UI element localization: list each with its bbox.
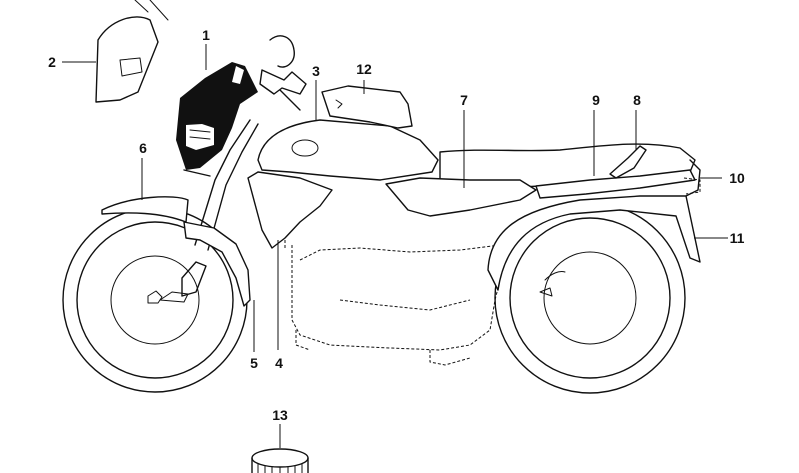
- callout-2: 2: [48, 54, 56, 70]
- part-11-rear-fender: [487, 195, 701, 291]
- front-fork: [159, 119, 259, 303]
- callout-11: 11: [730, 230, 745, 246]
- part-2-windscreen: [95, 0, 169, 103]
- callout-3: 3: [312, 63, 320, 79]
- handlebar: [259, 35, 307, 111]
- callout-7: 7: [460, 92, 468, 108]
- part-5-fork-guard: [183, 221, 251, 307]
- part-10-tail-light: [683, 159, 701, 197]
- part-6-front-fender: [101, 196, 189, 223]
- callout-12: 12: [356, 61, 372, 77]
- callout-6: 6: [139, 140, 147, 156]
- callout-8: 8: [633, 92, 641, 108]
- part-7-side-panel: [385, 177, 537, 217]
- callout-4: 4: [275, 355, 283, 371]
- callout-1: 1: [202, 27, 210, 43]
- part-13-ring: [251, 448, 309, 473]
- callout-labels: 1 2 3 4 5 6 7 8 9 10 11 12 13: [48, 27, 745, 423]
- callout-10: 10: [729, 170, 745, 186]
- part-3-fuel-tank: [257, 119, 439, 181]
- part-1-fairing: [176, 62, 258, 177]
- callout-9: 9: [592, 92, 600, 108]
- part-4-side-cover: [247, 171, 333, 249]
- engine-frame-dashed: [284, 200, 521, 366]
- callout-13: 13: [272, 407, 288, 423]
- part-12-tank-panel: [321, 85, 413, 129]
- leader-lines: [62, 44, 728, 448]
- part-9-tail-stripe: [535, 169, 696, 199]
- motorcycle-outline: [62, 35, 686, 394]
- part-8-grab-handle: [609, 145, 647, 179]
- callout-5: 5: [250, 355, 258, 371]
